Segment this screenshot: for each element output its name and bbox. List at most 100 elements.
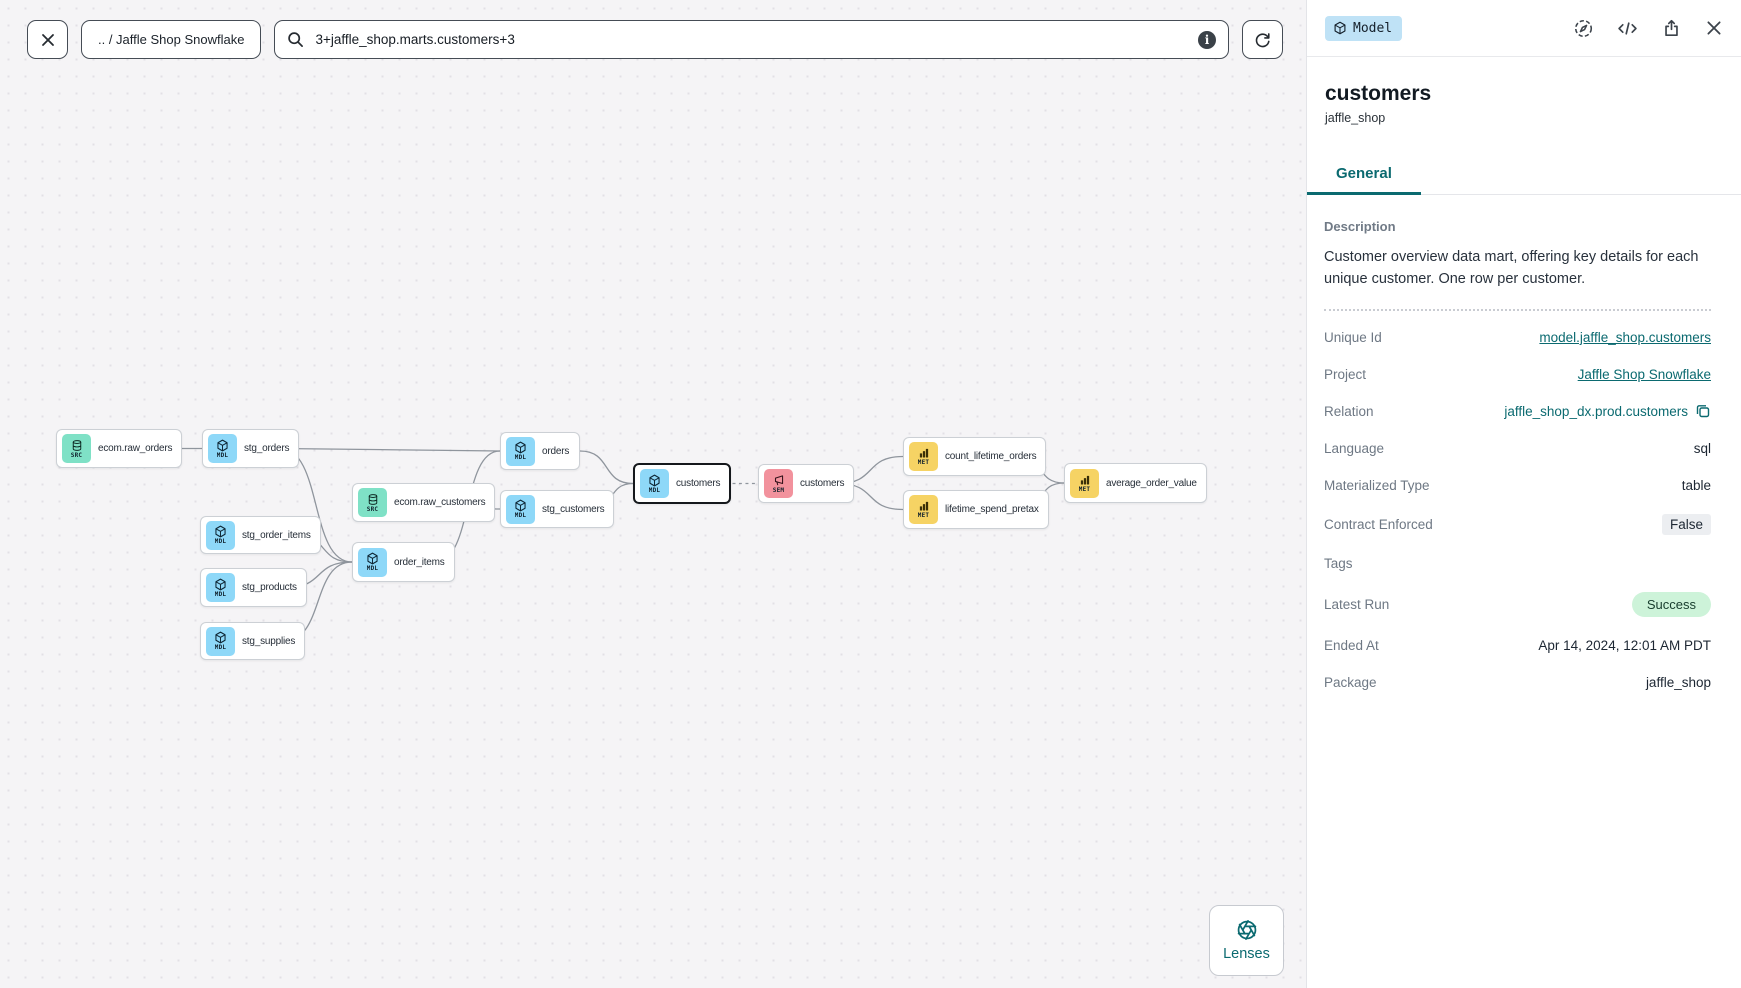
node-label: order_items bbox=[394, 556, 445, 568]
search-bar: i bbox=[274, 20, 1229, 59]
node-stg_orders[interactable]: MDL stg_orders bbox=[202, 429, 300, 468]
node-stg_customers[interactable]: MDL stg_customers bbox=[500, 490, 615, 528]
field-row-contract-enforced: Contract Enforced False bbox=[1324, 504, 1711, 545]
field-row-tags: Tags bbox=[1324, 545, 1711, 582]
node-customers_sem[interactable]: SEM customers bbox=[758, 464, 855, 503]
package-subtitle: jaffle_shop bbox=[1325, 111, 1386, 125]
lenses-label: Lenses bbox=[1223, 946, 1270, 962]
metric-icon: MET bbox=[1070, 468, 1099, 498]
node-label: lifetime_spend_pretax bbox=[945, 504, 1039, 515]
model-icon: MDL bbox=[206, 520, 235, 550]
share-icon[interactable] bbox=[1661, 18, 1682, 39]
node-label: stg_supplies bbox=[242, 635, 296, 647]
copy-icon[interactable] bbox=[1695, 403, 1711, 419]
field-row-project: Project Jaffle Shop Snowflake bbox=[1324, 356, 1711, 393]
details-panel: Model customers jaffle_shop General Desc… bbox=[1306, 0, 1741, 988]
node-label: stg_orders bbox=[244, 443, 290, 454]
lenses-button[interactable]: Lenses bbox=[1209, 905, 1284, 976]
contract-enforced-badge: False bbox=[1661, 513, 1711, 535]
node-label: average_order_value bbox=[1106, 477, 1197, 489]
search-icon bbox=[288, 32, 304, 47]
field-label: Ended At bbox=[1324, 637, 1379, 653]
close-lineage-button[interactable] bbox=[27, 20, 68, 59]
field-row-unique-id: Unique Id model.jaffle_shop.customers bbox=[1324, 319, 1711, 356]
model-icon: MDL bbox=[640, 469, 669, 498]
resource-type-badge: Model bbox=[1325, 15, 1403, 41]
tab-bar: General bbox=[1307, 154, 1741, 195]
node-label: customers bbox=[676, 478, 721, 489]
field-row-materialized-type: Materialized Type table bbox=[1324, 467, 1711, 504]
materialized-type-value: table bbox=[1681, 477, 1711, 493]
info-icon[interactable]: i bbox=[1198, 30, 1216, 49]
close-icon bbox=[41, 33, 54, 46]
node-label: orders bbox=[542, 445, 570, 457]
field-label: Package bbox=[1324, 674, 1377, 690]
panel-actions bbox=[1573, 18, 1723, 39]
field-label: Materialized Type bbox=[1324, 477, 1430, 493]
model-icon: MDL bbox=[206, 626, 235, 656]
field-label: Contract Enforced bbox=[1324, 516, 1433, 532]
node-label: stg_customers bbox=[542, 503, 605, 515]
panel-header: Model bbox=[1307, 0, 1741, 57]
package-value: jaffle_shop bbox=[1645, 674, 1711, 690]
model-icon: MDL bbox=[206, 573, 235, 602]
field-label: Latest Run bbox=[1324, 596, 1390, 612]
lenses-icon bbox=[1237, 920, 1256, 940]
project-link[interactable]: Jaffle Shop Snowflake bbox=[1577, 366, 1711, 382]
node-stg_supplies[interactable]: MDL stg_supplies bbox=[200, 622, 306, 660]
page-title: customers bbox=[1325, 82, 1432, 105]
dotted-divider bbox=[1324, 308, 1711, 311]
tab-general[interactable]: General bbox=[1307, 154, 1421, 195]
breadcrumb[interactable]: .. / Jaffle Shop Snowflake bbox=[81, 20, 262, 59]
node-lifetime_spend_pretax[interactable]: MET lifetime_spend_pretax bbox=[903, 490, 1049, 529]
node-label: count_lifetime_orders bbox=[945, 451, 1037, 462]
source-icon: SRC bbox=[358, 488, 387, 517]
field-label: Relation bbox=[1324, 403, 1374, 419]
model-icon: MDL bbox=[208, 434, 237, 463]
toolbar: .. / Jaffle Shop Snowflake i bbox=[27, 20, 1283, 59]
node-label: customers bbox=[800, 478, 845, 489]
field-row-ended-at: Ended At Apr 14, 2024, 12:01 AM PDT bbox=[1324, 627, 1711, 664]
metric-icon: MET bbox=[909, 495, 938, 524]
field-label: Tags bbox=[1324, 555, 1353, 571]
close-panel-icon[interactable] bbox=[1705, 19, 1723, 37]
edge-stg_orders-orders bbox=[279, 447, 501, 452]
node-count_lifetime_orders[interactable]: MET count_lifetime_orders bbox=[903, 437, 1047, 476]
source-icon: SRC bbox=[62, 434, 91, 463]
field-label: Language bbox=[1324, 440, 1385, 456]
node-average_order_value[interactable]: MET average_order_value bbox=[1064, 463, 1207, 503]
field-row-relation: Relation jaffle_shop_dx.prod.customers bbox=[1324, 393, 1711, 430]
field-label: Project bbox=[1324, 366, 1367, 382]
ended-at-value: Apr 14, 2024, 12:01 AM PDT bbox=[1538, 637, 1711, 653]
field-row-package: Package jaffle_shop bbox=[1324, 664, 1711, 701]
semantic-model-icon: SEM bbox=[764, 469, 793, 498]
code-icon[interactable] bbox=[1617, 18, 1638, 39]
unique-id-link[interactable]: model.jaffle_shop.customers bbox=[1539, 329, 1711, 345]
status-badge: Success bbox=[1631, 591, 1711, 617]
node-label: ecom.raw_customers bbox=[394, 497, 486, 508]
model-icon: MDL bbox=[506, 494, 535, 524]
refresh-icon bbox=[1255, 33, 1270, 48]
node-order_items[interactable]: MDL order_items bbox=[352, 542, 455, 582]
search-input[interactable] bbox=[313, 31, 1189, 48]
node-raw_customers[interactable]: SRC ecom.raw_customers bbox=[352, 483, 496, 522]
panel-body: Description Customer overview data mart,… bbox=[1307, 195, 1741, 701]
field-label: Unique Id bbox=[1324, 329, 1382, 345]
node-customers[interactable]: MDL customers bbox=[633, 463, 732, 504]
edge-orders-customers bbox=[579, 450, 634, 485]
model-icon: MDL bbox=[358, 547, 387, 577]
metric-icon: MET bbox=[909, 442, 938, 471]
refresh-button[interactable] bbox=[1242, 20, 1283, 59]
model-cube-icon bbox=[1334, 21, 1346, 35]
relation-value: jaffle_shop_dx.prod.customers bbox=[1504, 403, 1688, 419]
explore-icon[interactable] bbox=[1573, 18, 1594, 39]
description-text: Customer overview data mart, offering ke… bbox=[1324, 249, 1699, 288]
